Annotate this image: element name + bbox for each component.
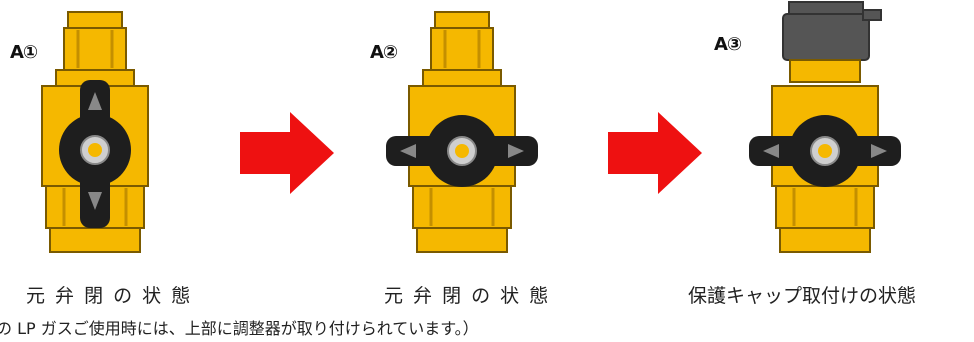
step-label-a1: A① <box>10 42 38 63</box>
right-arrow-icon <box>240 112 334 194</box>
panel-a1: A① 元 弁 閉 の 状 態 <box>0 0 200 307</box>
step-label-a3: A③ <box>714 34 742 55</box>
valve-icon <box>386 11 538 253</box>
panel-caption-a3: 保護キャップ取付けの状態 <box>688 285 917 307</box>
protective-cap-icon <box>782 1 882 61</box>
panel-a3: A③ 保護キャップ取付けの状態 <box>688 0 974 307</box>
valve-icon <box>749 1 901 253</box>
panel-caption-a1: 元 弁 閉 の 状 態 <box>26 285 193 307</box>
valve-icon <box>41 11 149 253</box>
step-label-a2: A② <box>370 42 398 63</box>
footnote-text: の LP ガスご使用時には、上部に調整器が取り付けられています。） <box>0 319 479 338</box>
panel-caption-a2: 元 弁 閉 の 状 態 <box>384 285 551 307</box>
panel-a2: A② 元 弁 閉 の 状 態 <box>340 0 580 307</box>
right-arrow-icon <box>608 112 702 194</box>
